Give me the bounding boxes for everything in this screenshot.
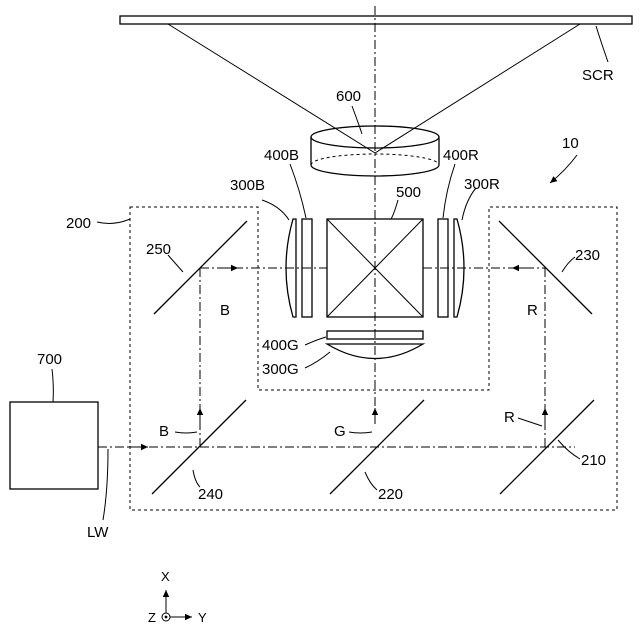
modulator-red-leader xyxy=(443,164,455,218)
light-source-label: 700 xyxy=(37,351,62,368)
modulator-red-label: 400R xyxy=(443,147,479,164)
device-label: 10 xyxy=(562,135,579,152)
cross-prism-leader xyxy=(391,200,398,219)
lens-green-leader xyxy=(305,352,330,368)
modulator-blue-label: 400B xyxy=(264,147,299,164)
cross-prism-label: 500 xyxy=(396,184,421,201)
beam-g-label: G xyxy=(334,423,346,440)
modulator-blue-leader xyxy=(290,164,306,218)
mirror-240-leader xyxy=(193,470,200,487)
light-source-leader xyxy=(52,369,53,402)
projection-lens-label: 600 xyxy=(336,88,361,105)
axis-y-label: Y xyxy=(198,610,207,625)
white-light-leader xyxy=(103,449,108,520)
axis-x-label: X xyxy=(161,569,170,584)
mirror-240-label: 240 xyxy=(198,486,223,503)
beam-r-upper-label: R xyxy=(527,302,538,319)
screen-label: SCR xyxy=(582,67,614,84)
lens-blue-leader xyxy=(262,200,289,220)
mirror-220-leader xyxy=(365,472,377,490)
beam-g-leader xyxy=(349,432,372,433)
lens-green-label: 300G xyxy=(262,361,299,378)
mirror-210-leader xyxy=(558,440,580,459)
lens-blue-label: 300B xyxy=(230,177,265,194)
screen-leader xyxy=(596,26,608,62)
beam-b-upper-label: B xyxy=(220,302,230,319)
projection-ray-right xyxy=(375,24,580,153)
screen xyxy=(120,16,632,24)
mirror-220-label: 220 xyxy=(378,486,403,503)
beam-b-lower-label: B xyxy=(159,423,169,440)
mirror-210-label: 210 xyxy=(581,452,606,469)
white-light-label: LW xyxy=(87,524,109,541)
axis-z-label: Z xyxy=(148,610,156,625)
separation-optics-label: 200 xyxy=(66,215,91,232)
axis-indicator xyxy=(162,590,192,621)
mirror-230-leader xyxy=(562,257,575,272)
separation-optics-leader xyxy=(97,219,130,223)
lens-red-label: 300R xyxy=(464,176,500,193)
mirror-250-label: 250 xyxy=(146,241,171,258)
light-source xyxy=(10,402,98,489)
device-arrow xyxy=(550,155,577,183)
mirror-230-label: 230 xyxy=(575,247,600,264)
beam-r-lower-leader xyxy=(518,418,542,426)
projection-lens-leader xyxy=(352,106,362,134)
beam-r-lower-label: R xyxy=(504,409,515,426)
modulator-green-label: 400G xyxy=(262,337,299,354)
modulator-green-leader xyxy=(305,337,326,345)
beam-b-lower-leader xyxy=(175,432,197,433)
